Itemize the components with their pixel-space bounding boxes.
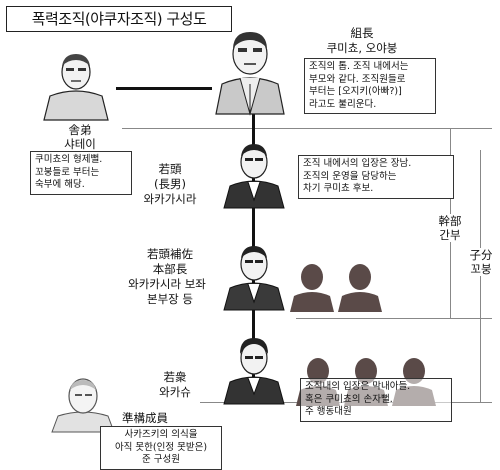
wakagashira-sub: (長男) [154,177,186,191]
shatei-note: 쿠미쵸의 형제뻘. 꼬붕들로 부터는 숙부에 해당. [30,151,132,195]
wakashu-note: 조직내의 입장은 막내아들. 혹은 쿠미쵸의 손자뻘. 주 행동대원 [300,378,452,422]
divider-line-middle [296,318,492,319]
kumicho-name: 쿠미쵸, 오야붕 [326,41,398,55]
shatei-figure [43,54,109,121]
kobun-bracket-line [480,150,481,402]
hosa-name-1: 와카카시라 보좌 [128,277,206,291]
wakashu-kanji: 若衆 [163,370,187,384]
divider-line-top [122,128,492,129]
wakagashira-kanji: 若頭 [158,162,182,176]
hosa-silhouette-2 [338,264,382,312]
hosa-kanji-2: 本部長 [152,262,188,276]
kumicho-kanji: 組長 [350,26,374,40]
diagram-title: 폭력조직(야쿠자조직) 구성도 [6,6,232,32]
hosa-silhouette-1 [290,264,334,312]
wakagashira-name: 와카가시라 [143,192,197,206]
wakashu-figure [223,338,285,405]
hosa-name-2: 본부장 등 [147,292,193,306]
kobun-name: 꼬붕 [466,262,496,276]
hosa-figure [223,246,285,311]
wakagashira-figure [223,144,285,209]
connector-shatei-kumicho [116,87,212,90]
kobun-kanji: 子分 [466,248,496,262]
shatei-name: 샤테이 [64,137,96,151]
junkoseiin-figure [51,378,115,433]
junkoseiin-note: 사카즈키의 의식을 아직 못한(인정 못받은) 준 구성원 [100,426,222,470]
hosa-kanji-1: 若頭補佐 [147,247,193,261]
shatei-kanji: 舎弟 [68,123,92,137]
junkoseiin-kanji: 準構成員 [122,411,168,425]
kanbu-name: 간부 [432,228,468,242]
kumicho-note: 조직의 톱. 조직 내에서는 부모와 같다. 조직원들로 부터는 [오지키(아빠… [304,58,436,114]
wakagashira-note: 조직 내에서의 입장은 장남. 조직의 운영을 담당하는 차기 쿠미쵸 후보. [298,155,454,199]
kanbu-kanji: 幹部 [432,214,468,228]
wakashu-name: 와카슈 [159,385,191,399]
kumicho-figure [215,32,285,116]
